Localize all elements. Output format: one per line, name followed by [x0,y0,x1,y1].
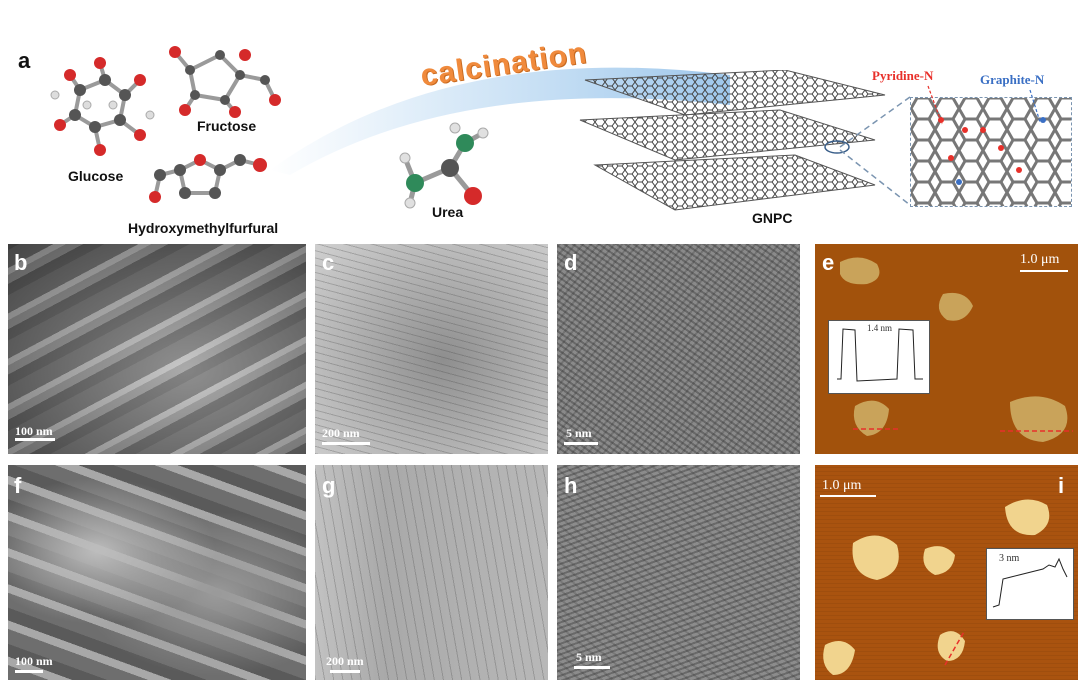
hmf-molecule-icon [149,154,267,203]
panel-b-label: b [14,250,28,275]
panel-c-scalebar [322,442,370,445]
panel-h-scalebar [574,666,610,669]
panel-i-label: i [1058,473,1065,498]
height-profile-plot [837,328,923,382]
urea-label: Urea [432,204,464,220]
panel-h-label: h [564,473,578,498]
fructose-molecule-icon [169,46,281,118]
panel-d-scalebar [564,442,598,445]
hmf-label: Hydroxymethylfurfural [128,220,279,236]
gnpc-layers-illustration [579,70,886,211]
panel-h-scale-text: 5 nm [576,650,602,664]
panel-c-tem-image [315,244,548,454]
panel-f-label: f [14,473,22,498]
graphite-n-label: Graphite-N [980,72,1045,87]
panel-i-inset-value: 3 nm [999,553,1020,564]
panel-c-label: c [322,250,335,275]
panel-b-scalebar [15,438,55,441]
panel-g-tem-image [315,465,548,680]
panel-f-scale-text: 100 nm [15,654,53,668]
panel-c-scale-text: 200 nm [322,426,360,440]
panel-b-scale-text: 100 nm [15,424,53,438]
panel-e-label: e [822,250,835,275]
panel-e-scale-text: 1.0 μm [1020,252,1060,267]
panel-b-sem-image [8,244,306,454]
panel-g-scalebar [330,670,360,673]
dopant-pointers [927,85,1041,125]
fructose-label: Fructose [197,118,257,134]
honeycomb-icon [911,98,1071,206]
glucose-molecule-icon [50,57,155,156]
afm-flakes-icon [823,499,1050,675]
panel-d-hrtem-image [557,244,800,454]
panel-a-label: a [18,48,31,73]
panel-g-scale-text: 200 nm [326,654,364,668]
panel-i-height-profile-inset: 3 nm [986,548,1074,620]
afm-flakes-icon [840,257,1073,442]
panel-f-sem-image [8,465,306,680]
panel-d-scale-text: 5 nm [566,426,592,440]
panel-e-height-profile-inset: 1.4 nm [828,320,930,394]
height-profile-plot [992,557,1068,608]
gnpc-label: GNPC [752,210,793,226]
panel-i-scalebar [820,495,876,497]
panel-d-label: d [564,250,578,275]
nitrogen-dopant-zoom-box [910,97,1072,207]
panel-i-scale-text: 1.0 μm [822,478,862,493]
urea-molecule-icon [399,122,489,209]
pyridine-n-label: Pyridine-N [872,68,934,83]
glucose-label: Glucose [68,168,124,184]
panel-g-label: g [322,473,336,498]
panel-e-scalebar [1020,270,1068,272]
panel-e-inset-value: 1.4 nm [867,323,893,333]
zoom-lines [839,96,911,206]
panel-h-hrtem-image [557,465,800,680]
panel-f-scalebar [15,670,43,673]
calcination-arrow [270,67,730,175]
